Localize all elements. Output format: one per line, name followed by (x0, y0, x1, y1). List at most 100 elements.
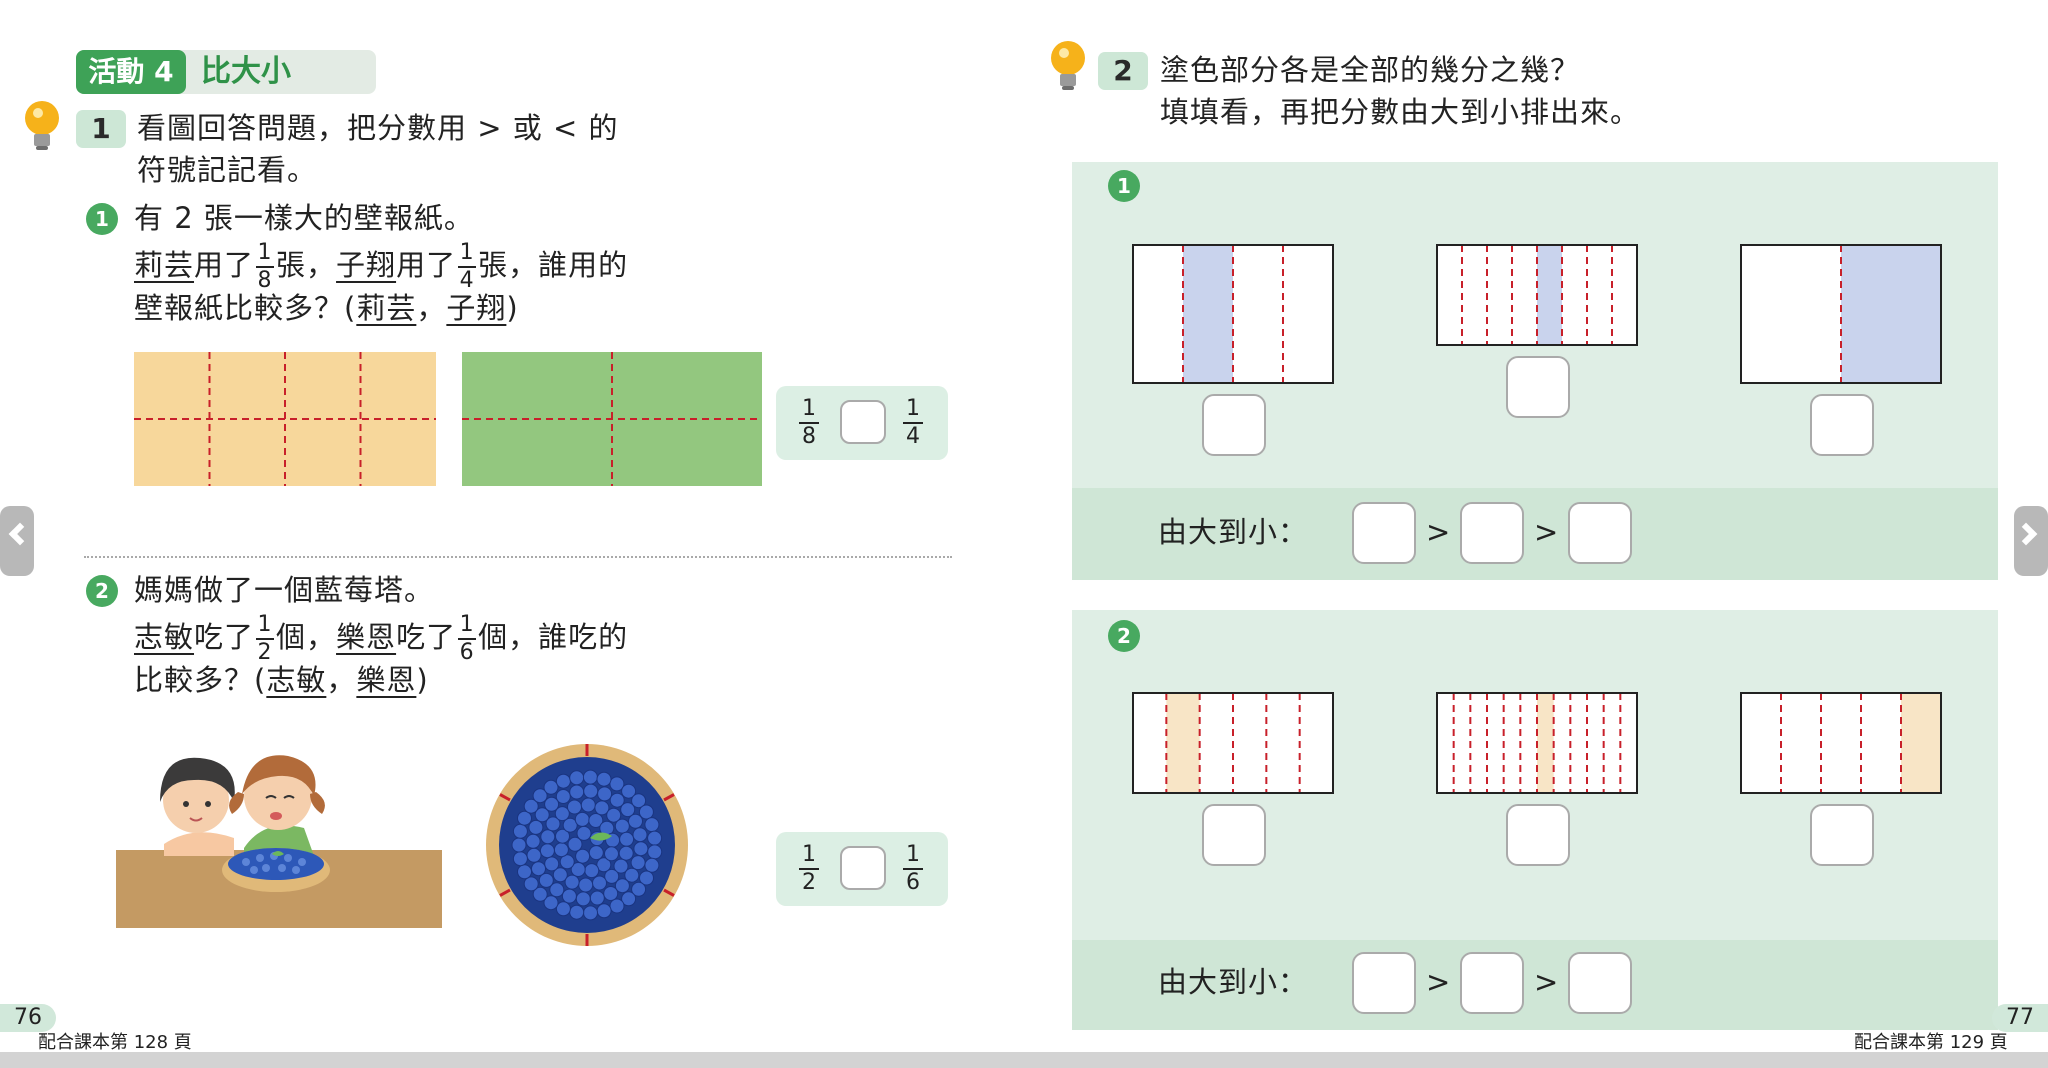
option-a[interactable]: 志敏 (266, 663, 327, 697)
blueberry (618, 845, 634, 861)
sub-question-text: 媽媽做了一個藍莓塔。 (134, 573, 435, 607)
blueberry (604, 846, 619, 862)
blueberry (567, 799, 582, 815)
prev-page-button[interactable] (0, 506, 34, 576)
blueberry (569, 784, 585, 800)
exercise-panel-1: 1 由大到小： > > (1072, 162, 1998, 580)
blueberry (604, 868, 620, 884)
order-label: 由大到小： (1158, 965, 1309, 999)
blueberry (534, 807, 550, 823)
question-text: 填填看，再把分數由大到小排出來。 (1160, 95, 1641, 129)
blueberry (633, 841, 649, 857)
blueberry (567, 836, 583, 852)
fraction-answer-box-3[interactable] (1810, 394, 1874, 456)
blueberry (575, 891, 591, 907)
order-answer-box-3[interactable] (1568, 502, 1632, 564)
kids-with-tart-illustration (116, 755, 442, 928)
blueberry (543, 895, 559, 911)
activity-title: 比大小 (201, 54, 291, 89)
blueberry (647, 830, 663, 846)
blueberry (630, 855, 646, 871)
blueberry (603, 886, 619, 901)
fraction-rectangle-3 (1740, 692, 1942, 794)
blueberry-tart-illustration (486, 744, 688, 946)
blueberry (632, 827, 648, 843)
order-label: 由大到小： (1158, 515, 1309, 549)
order-answer-box-1[interactable] (1352, 952, 1416, 1014)
order-strip: 由大到小： > > (1072, 488, 1998, 580)
blueberry (582, 769, 598, 785)
name-label: 莉芸 (134, 248, 195, 282)
blueberry (621, 891, 637, 907)
answer-box[interactable] (840, 846, 886, 890)
blueberry (544, 856, 560, 872)
blueberry (620, 802, 636, 818)
activity-header: 活動 4 比大小 (76, 50, 376, 94)
activity-tag: 活動 4 (76, 50, 186, 94)
blueberry (553, 842, 569, 858)
blueberry (559, 854, 575, 870)
blueberry (624, 867, 640, 883)
fraction-answer-box-2[interactable] (1506, 804, 1570, 866)
order-strip: 由大到小： > > (1072, 940, 1998, 1030)
blueberry (580, 797, 596, 813)
next-page-button[interactable] (2014, 506, 2048, 576)
blueberry (526, 847, 542, 863)
blueberry (569, 904, 585, 920)
chevron-left-icon (8, 522, 32, 546)
blueberry (517, 810, 532, 826)
blueberry (545, 816, 561, 832)
fraction-answer-box-2[interactable] (1506, 356, 1570, 418)
blueberry (574, 811, 590, 827)
blueberry (511, 837, 527, 853)
option-b[interactable]: 子翔 (446, 291, 507, 325)
fraction-rectangle-2 (1436, 692, 1638, 794)
blueberry (512, 823, 528, 839)
blueberry (555, 789, 571, 804)
fraction-answer-box-1[interactable] (1202, 394, 1266, 456)
option-b[interactable]: 樂恩 (356, 663, 417, 697)
name-label: 子翔 (336, 248, 397, 282)
shaded-part (1166, 693, 1200, 793)
blueberry (609, 776, 625, 792)
option-a[interactable]: 莉芸 (356, 291, 417, 325)
greater-than-sign: > (1534, 965, 1560, 999)
blueberry (596, 771, 612, 787)
blueberry (583, 783, 599, 799)
lightbulb-icon (25, 101, 59, 150)
dotted-divider (84, 556, 952, 558)
greater-than-sign: > (1426, 965, 1452, 999)
order-answer-box-1[interactable] (1352, 502, 1416, 564)
order-answer-box-3[interactable] (1568, 952, 1632, 1014)
blueberry (528, 819, 544, 835)
page-number: 77 (1992, 1004, 2048, 1032)
left-page: 活動 4 比大小 1 看圖回答問題，把分數用 > 或 < 的 符號記記看。 1 … (0, 0, 1020, 1052)
shaded-part (1537, 693, 1554, 793)
blueberry (555, 828, 570, 844)
blueberry (639, 870, 654, 886)
blueberry (596, 857, 612, 873)
order-answer-box-2[interactable] (1460, 952, 1524, 1014)
question-text: 看圖回答問題，把分數用 > 或 < 的 (137, 111, 619, 145)
fraction-answer-box-1[interactable] (1202, 804, 1266, 866)
order-answer-box-2[interactable] (1460, 502, 1524, 564)
wallpaper-eighths-figure (134, 352, 436, 486)
panel-number: 1 (1108, 170, 1140, 202)
greater-than-sign: > (1426, 515, 1452, 549)
blueberry (538, 872, 554, 888)
answer-box[interactable] (840, 400, 886, 444)
blueberry (562, 817, 578, 833)
blueberry (594, 800, 610, 816)
sub-question-text: 壁報紙比較多？(莉芸，子翔) (134, 291, 519, 325)
fraction-answer-box-3[interactable] (1810, 804, 1874, 866)
question-text: 塗色部分各是全部的幾分之幾？ (1160, 53, 1581, 87)
name-label: 樂恩 (336, 620, 397, 654)
blueberry (644, 817, 660, 833)
shaded-part (1841, 245, 1941, 383)
shaded-part (1183, 245, 1233, 383)
blueberry (552, 867, 568, 883)
